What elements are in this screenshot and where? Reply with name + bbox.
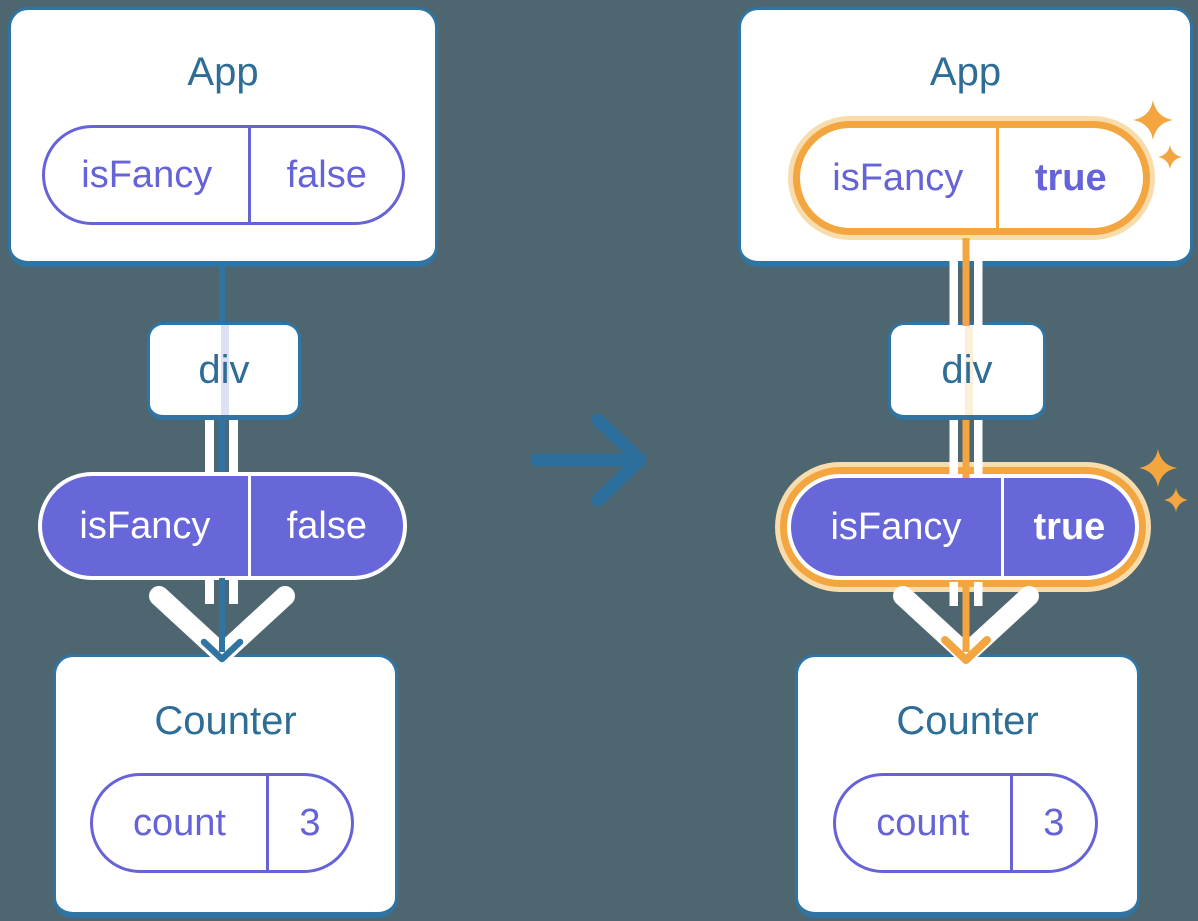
after-div-card: div <box>888 322 1046 420</box>
before-counter-card: Counter count 3 <box>53 654 398 918</box>
after-state-pill: isFancy true <box>787 474 1139 580</box>
props-chevron-icon <box>893 586 1039 664</box>
sparkle-icon <box>1164 488 1188 512</box>
after-div-label: div <box>941 347 993 392</box>
props-chevron-icon <box>149 586 295 664</box>
state-name-cell: count <box>836 776 1010 870</box>
before-state-arrow-shaft <box>219 578 225 652</box>
prop-name-cell: isFancy <box>791 478 1001 576</box>
before-pill-counter-props-left <box>205 578 214 604</box>
prop-name-label: isFancy <box>832 156 964 199</box>
prop-value-label: false <box>286 153 367 196</box>
prop-value-label: true <box>1033 505 1106 548</box>
before-div-card: div <box>147 322 301 420</box>
after-app-title: App <box>929 50 1002 94</box>
after-counter-card: Counter count 3 <box>795 654 1140 918</box>
transition-arrow-icon <box>530 413 647 507</box>
before-app-prop-pill: isFancy false <box>42 125 405 225</box>
prop-name-cell: isFancy <box>42 476 248 576</box>
prop-value-cell: false <box>248 128 402 222</box>
state-value-label: 3 <box>299 801 321 844</box>
prop-value-label: false <box>286 504 368 547</box>
after-app-div-props-right <box>974 261 983 326</box>
before-div-label: div <box>198 347 250 392</box>
state-name-cell: count <box>93 776 266 870</box>
prop-value-cell: true <box>1000 478 1135 576</box>
before-pill-counter-props-right <box>229 578 238 604</box>
before-props-line-left <box>205 418 214 478</box>
state-name-label: count <box>876 801 970 844</box>
prop-name-label: isFancy <box>81 153 213 196</box>
after-pill-counter-props-right <box>974 582 983 606</box>
prop-name-label: isFancy <box>79 504 211 547</box>
prop-name-label: isFancy <box>830 505 962 548</box>
after-app-div-props-left <box>949 261 958 326</box>
after-app-card: App isFancy true <box>738 7 1193 267</box>
after-state-arrow-shaft <box>962 580 970 652</box>
before-state-pill: isFancy false <box>38 472 407 580</box>
prop-name-cell: isFancy <box>45 128 248 222</box>
state-name-label: count <box>132 801 226 844</box>
prop-value-label: true <box>1034 156 1107 199</box>
before-app-card: App isFancy false <box>8 7 438 267</box>
after-div-inner-line <box>965 325 973 415</box>
state-value-label: 3 <box>1043 801 1065 844</box>
after-div-pill-props-right <box>974 420 983 478</box>
state-value-cell: 3 <box>265 776 351 870</box>
before-state-line <box>218 418 226 478</box>
prop-value-cell: false <box>247 476 403 576</box>
before-app-div-line <box>219 265 225 327</box>
after-app-prop-pill: isFancy true <box>793 121 1150 235</box>
before-counter-state-pill: count 3 <box>90 773 354 873</box>
after-div-pill-state-line <box>962 420 970 478</box>
prop-name-cell: isFancy <box>800 128 996 228</box>
after-pill-counter-props-left <box>949 582 958 606</box>
after-counter-state-pill: count 3 <box>833 773 1098 873</box>
state-value-cell: 3 <box>1009 776 1095 870</box>
after-counter-title: Counter <box>896 699 1039 743</box>
before-div-inner-line <box>221 325 229 415</box>
prop-value-cell: true <box>995 128 1144 228</box>
before-app-title: App <box>187 50 259 94</box>
sparkle-icon <box>1139 449 1177 487</box>
before-props-line-right <box>229 418 238 478</box>
after-div-pill-props-left <box>949 420 958 478</box>
before-counter-title: Counter <box>154 699 297 743</box>
